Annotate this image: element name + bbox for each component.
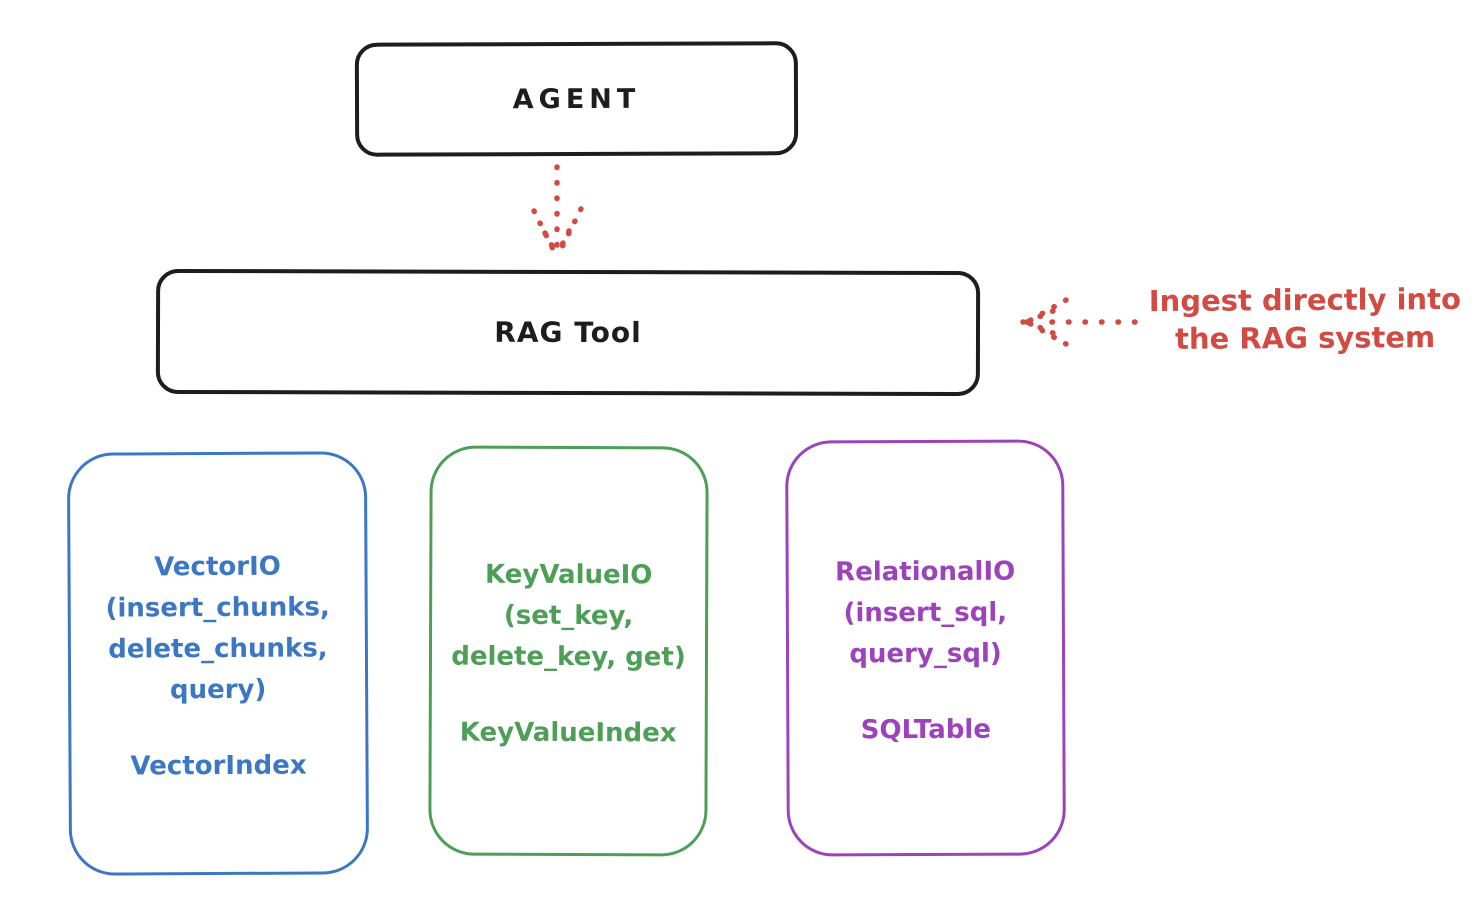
vector-io-methods: VectorIO (insert_chunks, delete_chunks, … — [105, 546, 330, 711]
vector-index-label: VectorIndex — [130, 750, 307, 781]
keyvalue-io-method-line: (set_key, — [503, 600, 634, 631]
relational-io-method-line: (insert_sql, — [843, 597, 1008, 628]
agent-box: AGENT — [354, 41, 799, 157]
relational-io-title: RelationalIO — [835, 556, 1016, 587]
ingest-annotation-line1: Ingest directly into — [1148, 281, 1462, 319]
ingest-annotation-arrow — [1020, 297, 1138, 347]
keyvalue-io-box: KeyValueIO (set_key, delete_key, get) Ke… — [428, 445, 709, 857]
rag-tool-box: RAG Tool — [155, 268, 981, 397]
vector-io-method-line: delete_chunks, — [108, 632, 328, 665]
rag-tool-label: RAG Tool — [494, 315, 642, 350]
keyvalue-index-label: KeyValueIndex — [459, 717, 677, 748]
keyvalue-io-methods: KeyValueIO (set_key, delete_key, get) — [451, 554, 686, 678]
keyvalue-io-method-line: delete_key, get) — [451, 641, 686, 672]
ingest-annotation-line2: the RAG system — [1174, 320, 1436, 356]
keyvalue-io-title: KeyValueIO — [485, 559, 653, 590]
agent-to-rag-arrow — [531, 164, 584, 256]
relational-io-method-line: query_sql) — [849, 638, 1002, 669]
sql-table-label: SQLTable — [860, 714, 992, 745]
vector-io-method-line: (insert_chunks, — [105, 591, 330, 624]
relational-io-box: RelationalIO (insert_sql, query_sql) SQL… — [785, 439, 1066, 857]
vector-io-method-line: query) — [169, 674, 267, 705]
agent-label: AGENT — [512, 83, 641, 115]
ingest-annotation-text: Ingest directly into the RAG system — [1135, 280, 1476, 358]
vector-io-title: VectorIO — [154, 551, 281, 582]
vector-io-box: VectorIO (insert_chunks, delete_chunks, … — [66, 451, 370, 876]
relational-io-methods: RelationalIO (insert_sql, query_sql) — [835, 551, 1016, 675]
